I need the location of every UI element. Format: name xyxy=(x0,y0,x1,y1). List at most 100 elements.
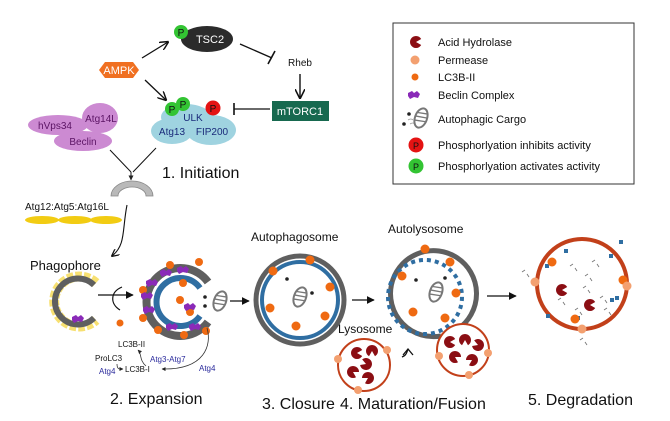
atg14l-label: Atg14L xyxy=(85,114,117,125)
lc3b-ii-icon xyxy=(411,73,419,81)
permease-icon xyxy=(334,355,342,363)
permease-icon xyxy=(484,349,492,357)
mitochondrion-icon xyxy=(209,288,231,314)
phospho-activate-icon xyxy=(176,97,190,111)
autophagic-cargo-icon xyxy=(402,105,432,131)
stage-label-initiation: 1. Initiation xyxy=(162,165,239,182)
lc3b-ii-icon xyxy=(139,286,147,294)
expanding-phagophore: LC3B-II ProLC3 LC3B-I Atg3-Atg7 Atg4 Atg… xyxy=(95,258,250,408)
stage-label-degradation: 5. Degradation xyxy=(528,392,633,409)
membrane-fragment xyxy=(615,296,619,300)
lc3b-ii-icon xyxy=(408,307,418,317)
lc3b-ii-icon xyxy=(397,271,407,281)
tsc2-inhibits-rheb-line xyxy=(239,43,273,59)
membrane-fragment xyxy=(609,254,613,258)
lc3b-ii-markers xyxy=(139,258,210,339)
lc3b-ii-icon xyxy=(166,261,174,269)
lc3b-ii-icon xyxy=(202,327,210,335)
converge-line xyxy=(132,147,157,173)
stage-label-closure: 3. Closure xyxy=(262,396,335,413)
prolc3-label: ProLC3 xyxy=(95,354,123,363)
beclin-label: Beclin xyxy=(69,137,96,148)
cargo-dot xyxy=(203,295,207,299)
permease-icon xyxy=(622,281,632,291)
inhibition-bar xyxy=(267,50,276,65)
membrane-fragment xyxy=(619,240,623,244)
hvps34-label: hVps34 xyxy=(38,121,72,132)
autophagosome-label: Autophagosome xyxy=(251,230,339,244)
dotted-inner-membrane xyxy=(386,258,464,336)
degraded-cargo-fragment xyxy=(521,269,530,278)
phagophore: Phagophore xyxy=(30,258,134,332)
permease-icon xyxy=(435,352,443,360)
ulk-label: ULK xyxy=(183,113,203,124)
p-label: P xyxy=(169,105,176,116)
curved-arrow xyxy=(112,286,123,311)
membrane-fragment xyxy=(610,298,614,302)
phospho-activate-icon xyxy=(408,158,424,174)
autolysosome-label: Autolysosome xyxy=(388,222,464,236)
lc3b-ii-icon xyxy=(179,279,187,287)
isolation-membrane-icon xyxy=(110,180,154,197)
lc3b-ii-icon xyxy=(176,296,184,304)
atg4-label: Atg4 xyxy=(99,367,116,376)
lc3b-ii-icon xyxy=(325,282,335,292)
legend: Acid Hydrolase Permease LC3B-II Beclin C… xyxy=(392,22,635,185)
ampk-to-ulk-arrow xyxy=(144,79,166,100)
prolc3-cleavage-arrow xyxy=(116,363,124,372)
p-label: P xyxy=(413,162,419,172)
lc3b-ii-markers xyxy=(265,255,335,331)
cargo-dot xyxy=(310,291,314,295)
lc3b-ii-icon xyxy=(547,257,557,267)
degraded-cargo-fragment xyxy=(584,273,593,282)
legend-label: Acid Hydrolase xyxy=(438,37,512,49)
lc3b-ii-icon xyxy=(154,326,162,334)
lc3b-ii-icon xyxy=(305,255,315,265)
inner-membrane xyxy=(153,275,203,329)
lc3b-ii-icon xyxy=(420,244,430,254)
phospho-inhibit-icon xyxy=(205,100,221,116)
tsc2-node: TSC2 P xyxy=(174,25,233,52)
phospho-activate-icon xyxy=(165,102,179,116)
degraded-cargo-fragment xyxy=(557,297,566,306)
legend-label: Phosphorlyation activates activity xyxy=(438,161,601,173)
legend-label: LC3B-II xyxy=(438,72,475,84)
lc3-conversion-arrow xyxy=(137,349,147,367)
p-label: P xyxy=(178,28,185,39)
ampk-to-tsc2-arrow xyxy=(141,42,168,59)
degraded-cargo-fragment xyxy=(582,285,591,294)
lc3b-ii-markers xyxy=(397,244,461,323)
stage-label-expansion: 2. Expansion xyxy=(110,391,203,408)
fusion-arrow xyxy=(401,347,414,358)
membrane-fragment xyxy=(546,314,550,318)
lc3b-ii-icon xyxy=(268,266,278,276)
mtorc1-node: mTORC1 xyxy=(272,101,329,121)
atg13-label: Atg13 xyxy=(159,127,186,138)
lc3b-ii-icon xyxy=(440,313,450,323)
lc3b-ii-icon xyxy=(451,288,461,298)
autolysosome-membrane xyxy=(535,237,629,331)
p-label: P xyxy=(180,100,187,111)
lc3b-ii-icon xyxy=(195,258,203,266)
degradation-autolysosome: 5. Degradation xyxy=(521,237,633,409)
cargo-dot xyxy=(285,277,289,281)
phospho-activate-icon xyxy=(174,25,188,39)
legend-label: Phosphorlyation inhibits activity xyxy=(438,140,591,152)
autolysosome-fusion: Autolysosome Lysosome 4. Maturation/Fusi… xyxy=(334,222,517,413)
lc3-recycle-arrow xyxy=(161,327,209,372)
lc3b-ii-label: LC3B-II xyxy=(118,340,145,349)
ulk-complex: ULK Atg13 FIP200 P P P xyxy=(151,97,236,145)
cargo-dot xyxy=(414,278,418,282)
lysosome-label: Lysosome xyxy=(338,322,393,336)
degraded-cargo-fragment xyxy=(579,337,588,346)
p-label: P xyxy=(210,104,217,115)
ampk-node: AMPK xyxy=(99,62,139,78)
permease-icon xyxy=(354,386,362,394)
cargo-dot xyxy=(203,304,207,308)
membrane-fragment xyxy=(545,264,549,268)
legend-box xyxy=(392,22,635,185)
membrane-fragment xyxy=(564,249,568,253)
phagophore-membrane xyxy=(52,275,97,328)
